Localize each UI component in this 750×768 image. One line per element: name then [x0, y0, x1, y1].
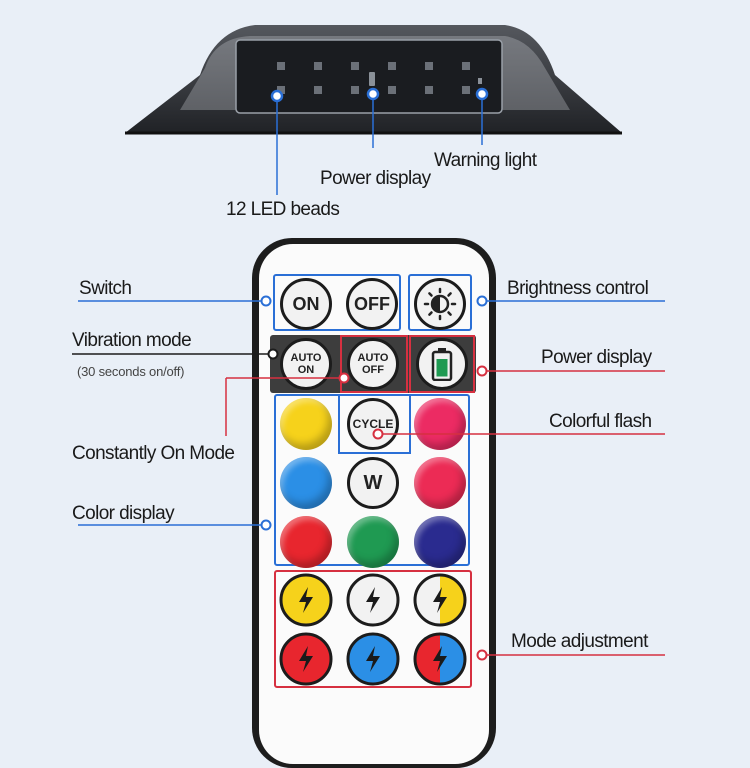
yellow-button[interactable] [280, 398, 332, 450]
label-power-display: Power display [541, 347, 652, 368]
label-brightness-control: Brightness control [507, 278, 649, 299]
lamp-housing [125, 25, 622, 195]
auto-off-line2: OFF [362, 364, 384, 376]
label-constantly-on-mode: Constantly On Mode [72, 443, 235, 464]
brightness-group-box [408, 274, 472, 331]
callout-lines [72, 295, 665, 661]
label-color-display: Color display [72, 503, 175, 524]
white-button[interactable]: W [347, 457, 399, 509]
on-button[interactable]: ON [280, 278, 332, 330]
cycle-box [338, 394, 411, 454]
battery-button[interactable] [416, 338, 468, 390]
green-button[interactable] [347, 516, 399, 568]
label-vibration-mode: Vibration mode [72, 330, 192, 351]
label-vibration-sub: (30 seconds on/off) [77, 364, 185, 379]
flash-blue-button[interactable] [346, 632, 400, 686]
flash-red-button[interactable] [279, 632, 333, 686]
battery-icon [431, 348, 453, 381]
auto-on-button[interactable]: AUTO ON [280, 338, 332, 390]
cycle-button[interactable]: CYCLE [347, 398, 399, 450]
off-button[interactable]: OFF [346, 278, 398, 330]
rose-button[interactable] [414, 457, 466, 509]
flash-white-button[interactable] [346, 573, 400, 627]
auto-off-box [340, 335, 408, 393]
product-diagram: 12 LED beads Power display Warning light… [72, 25, 665, 768]
brightness-button[interactable] [414, 278, 466, 330]
auto-on-line2: ON [297, 364, 315, 376]
mode-adjust-box [274, 570, 472, 688]
red-button[interactable] [280, 516, 332, 568]
auto-on-line1: AUTO [290, 352, 322, 364]
navy-button[interactable] [414, 516, 466, 568]
label-power-display-top: Power display [320, 168, 431, 189]
flash-buttons [279, 573, 467, 686]
auto-off-line1: AUTO [357, 352, 389, 364]
label-mode-adjustment: Mode adjustment [511, 631, 648, 652]
label-switch: Switch [79, 278, 132, 299]
label-warning-light: Warning light [434, 150, 537, 171]
brightness-icon [423, 287, 457, 321]
pink-button[interactable] [414, 398, 466, 450]
auto-off-button[interactable]: AUTO OFF [347, 338, 399, 390]
flash-yellow-button[interactable] [279, 573, 333, 627]
led-beads [277, 62, 470, 94]
label-led-beads: 12 LED beads [226, 199, 340, 220]
switch-group-box [273, 274, 401, 331]
battery-box [409, 335, 475, 393]
blue-button[interactable] [280, 457, 332, 509]
label-colorful-flash: Colorful flash [549, 411, 652, 432]
